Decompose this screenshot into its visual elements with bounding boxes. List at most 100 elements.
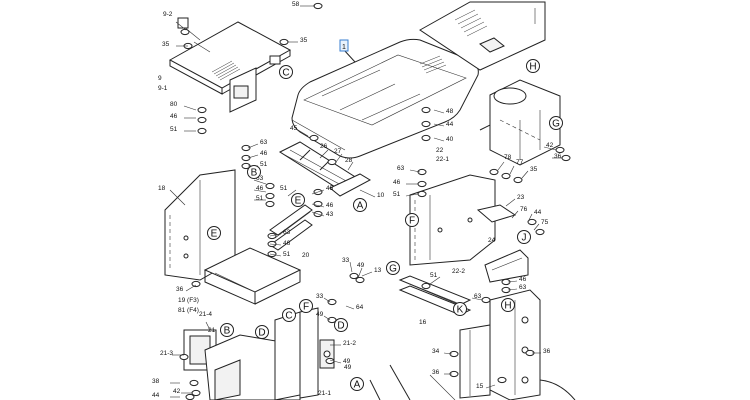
part-number-p214[interactable]: 21-4 [199,311,212,318]
part-number-p40[interactable]: 40 [446,136,454,143]
view-letter-C1[interactable]: C [279,65,293,79]
view-letter-J1[interactable]: J [517,230,531,244]
part-number-p49b[interactable]: 49 [316,311,324,318]
part-number-p51d[interactable]: 51 [280,185,288,192]
part-number-p51e[interactable]: 51 [283,251,291,258]
part-number-p77[interactable]: 77 [516,159,524,166]
view-letter-E1[interactable]: E [291,193,305,207]
part-number-p18[interactable]: 18 [158,185,166,192]
part-number-p36d[interactable]: 36 [543,348,551,355]
part-number-p51g[interactable]: 51 [430,272,438,279]
view-letter-D1[interactable]: D [255,325,269,339]
leader-line [405,193,419,197]
part-number-p92[interactable]: 9-2 [163,11,173,18]
part-number-p63d[interactable]: 63 [397,165,405,172]
part-number-p22[interactable]: 22 [436,147,444,154]
part-number-p64[interactable]: 64 [356,304,364,311]
view-letter-F2[interactable]: F [299,299,313,313]
part-number-p10[interactable]: 10 [377,192,385,199]
view-letter-D2[interactable]: D [334,318,348,332]
view-letter-A2[interactable]: A [350,377,364,391]
part-number-p63c[interactable]: 63 [283,229,291,236]
part-number-p34[interactable]: 34 [432,348,440,355]
view-letter-H1[interactable]: H [526,59,540,73]
part-number-p35c[interactable]: 35 [530,166,538,173]
part-number-p9[interactable]: 9 [158,75,162,82]
part-number-p211[interactable]: 21-1 [318,390,331,397]
highlighted-callout-1[interactable]: 1 [339,39,349,52]
part-number-p15[interactable]: 15 [476,383,484,390]
part-number-p212[interactable]: 21-2 [343,340,356,347]
part-number-p35b[interactable]: 35 [300,37,308,44]
part-number-p44c[interactable]: 44 [152,392,160,399]
part-number-p51c[interactable]: 51 [256,195,264,202]
part-number-p20[interactable]: 20 [302,252,310,259]
part-number-p222[interactable]: 22-2 [452,268,465,275]
part-number-p45b[interactable]: 45 [326,185,334,192]
part-number-p49d[interactable]: 49 [344,364,352,371]
part-number-p221[interactable]: 22-1 [436,156,449,163]
part-number-p63f[interactable]: 63 [474,293,482,300]
view-letter-E2[interactable]: E [207,226,221,240]
view-letter-G2[interactable]: G [386,261,400,275]
part-number-p46c[interactable]: 46 [256,185,264,192]
part-number-p35a[interactable]: 35 [162,41,170,48]
leader-line [253,189,267,193]
part-number-p46f[interactable]: 46 [393,179,401,186]
part-number-p81[interactable]: 81 (F4) [178,307,199,314]
part-number-p36b[interactable]: 36 [554,153,562,160]
part-number-p19[interactable]: 19 (F3) [178,297,199,304]
part-number-p27[interactable]: 27 [334,148,342,155]
part-number-p51f[interactable]: 51 [393,191,401,198]
part-number-p46a[interactable]: 46 [170,113,178,120]
part-number-p80[interactable]: 80 [170,101,178,108]
part-number-p63a[interactable]: 63 [260,139,268,146]
part-number-p42b[interactable]: 42 [173,388,181,395]
part-number-p58[interactable]: 58 [292,1,300,8]
part-number-p48[interactable]: 48 [446,108,454,115]
view-letter-K1[interactable]: K [453,302,467,316]
view-letter-A1[interactable]: A [353,198,367,212]
part-number-p36a[interactable]: 36 [176,286,184,293]
view-letter-G1[interactable]: G [549,116,563,130]
part-number-p91[interactable]: 9-1 [158,85,168,92]
view-letter-text: D [337,321,344,332]
part-number-p76[interactable]: 76 [520,206,528,213]
part-number-p78[interactable]: 78 [504,154,512,161]
view-letter-B2[interactable]: B [220,323,234,337]
part-number-p13[interactable]: 13 [374,267,382,274]
part-number-p42a[interactable]: 42 [546,142,554,149]
washer-mark [197,106,207,114]
part-number-p46d[interactable]: 46 [326,202,334,209]
part-number-p21[interactable]: 21 [208,327,216,334]
part-number-p46e[interactable]: 46 [283,240,291,247]
part-number-p63e[interactable]: 63 [519,284,527,291]
part-number-p28[interactable]: 28 [345,157,353,164]
part-number-p75[interactable]: 75 [541,219,549,226]
view-letter-B1[interactable]: B [247,165,261,179]
part-number-p51b[interactable]: 51 [260,161,268,168]
part-number-p213[interactable]: 21-3 [160,350,173,357]
part-number-p44b[interactable]: 44 [534,209,542,216]
part-number-p33[interactable]: 33 [342,257,350,264]
part-number-p46b[interactable]: 46 [260,150,268,157]
part-number-p49c[interactable]: 49 [343,358,351,365]
part-number-p45[interactable]: 45 [290,125,298,132]
part-number-p33b[interactable]: 33 [316,293,324,300]
part-number-p51a[interactable]: 51 [170,126,178,133]
part-number-p44a[interactable]: 44 [446,121,454,128]
part-number-p23[interactable]: 23 [517,194,525,201]
part-number-p16[interactable]: 16 [419,319,427,326]
part-number-p26[interactable]: 26 [320,143,328,150]
part-number-p38[interactable]: 38 [152,378,160,385]
part-number-p24[interactable]: 24 [488,237,496,244]
part-number-p46g[interactable]: 46 [519,276,527,283]
view-letter-C2[interactable]: C [282,308,296,322]
part-number-p43[interactable]: 43 [326,211,334,218]
part-number-p36c[interactable]: 36 [432,369,440,376]
view-letter-F1[interactable]: F [405,213,419,227]
part-number-p63b[interactable]: 63 [256,175,264,182]
view-letter-H2[interactable]: H [501,298,515,312]
part-number-p49a[interactable]: 49 [357,262,365,269]
